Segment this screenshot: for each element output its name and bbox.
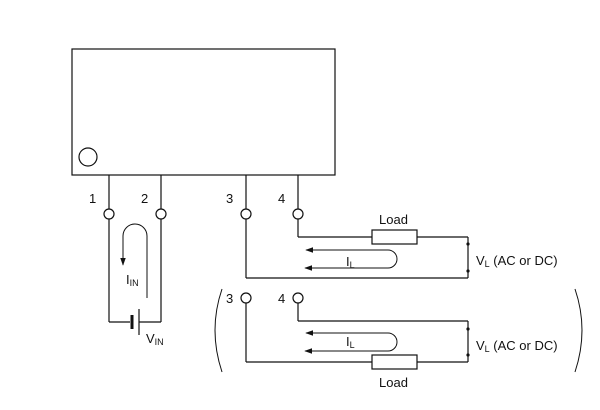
alt-source-terminal-top [466, 327, 470, 331]
input-voltage-label: VIN [146, 331, 164, 347]
alt-terminal-4-number: 4 [278, 291, 285, 306]
load-voltage-label: VL (AC or DC) [476, 253, 558, 269]
alt-load-current-label: IL [346, 334, 355, 350]
terminal-1-number: 1 [89, 191, 96, 206]
load-current-arrow-icon [304, 247, 398, 271]
input-current-arrow-icon [120, 223, 148, 298]
terminal-3-number: 3 [226, 191, 233, 206]
load-label: Load [379, 212, 408, 227]
terminal-1 [103, 208, 115, 220]
alt-load-current-arrow-icon [304, 330, 398, 354]
terminal-2-number: 2 [141, 191, 148, 206]
alt-terminal-3 [240, 292, 252, 304]
indicator-circle-icon [78, 147, 98, 167]
alt-source-terminal-bottom [466, 353, 470, 357]
terminal-3 [240, 208, 252, 220]
alt-terminal-4 [292, 292, 304, 304]
relay-module-box [71, 48, 336, 176]
alt-right-parenthesis [574, 288, 583, 373]
alt-load-resistor [371, 354, 418, 370]
load-resistor [371, 229, 418, 245]
input-current-label: IIN [126, 272, 139, 288]
alt-load-label: Load [379, 375, 408, 390]
alt-left-parenthesis [214, 288, 223, 373]
terminal-4 [292, 208, 304, 220]
load-current-label: IL [346, 254, 355, 270]
source-terminal-bottom [466, 269, 470, 273]
terminal-2 [155, 208, 167, 220]
source-terminal-top [466, 242, 470, 246]
alt-terminal-3-number: 3 [226, 291, 233, 306]
terminal-4-number: 4 [278, 191, 285, 206]
alt-load-voltage-label: VL (AC or DC) [476, 338, 558, 354]
